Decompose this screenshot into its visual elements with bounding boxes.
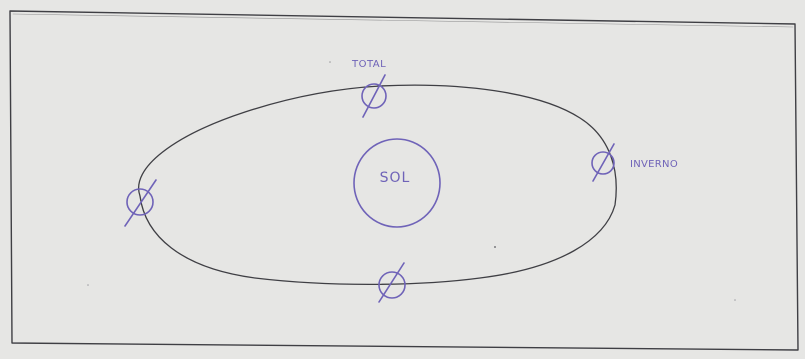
sun: SOL (354, 139, 440, 227)
paper-frame-shadow (13, 14, 793, 27)
earth-position-bottom (379, 263, 405, 302)
earth-left-slash (125, 180, 156, 226)
earth-top-slash (363, 75, 385, 117)
paper-speck (494, 246, 496, 248)
earth-right-slash (593, 144, 614, 181)
right-label: INVERNO (630, 159, 678, 170)
earth-position-left (125, 180, 156, 226)
paper-speck (87, 284, 89, 286)
paper-speck (734, 299, 736, 301)
paper-speck (329, 61, 331, 63)
orbit-path (139, 85, 617, 284)
sun-label: SOL (380, 170, 411, 186)
top-label: TOTAL (351, 59, 386, 70)
earth-bottom-slash (379, 263, 404, 302)
earth-left-circle (127, 189, 153, 215)
earth-bottom-circle (379, 272, 405, 298)
earth-position-right: INVERNO (592, 144, 678, 181)
